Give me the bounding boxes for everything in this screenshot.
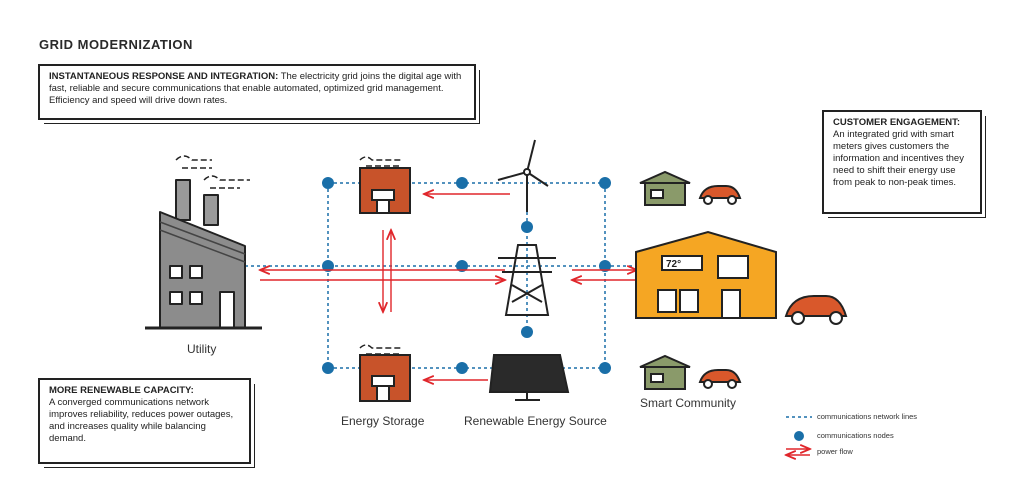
legend-nodes: communications nodes (817, 431, 894, 440)
callout-customer-heading: CUSTOMER ENGAGEMENT: (833, 117, 961, 128)
car-large-icon (784, 295, 848, 325)
node (521, 326, 533, 338)
callout-renewable-body: A converged communications network impro… (49, 397, 234, 444)
label-renewable-source: Renewable Energy Source (464, 414, 607, 428)
car-top-icon (698, 185, 742, 205)
solar-panel-icon (488, 354, 570, 401)
callout-customer-body: An integrated grid with smart meters giv… (833, 129, 964, 188)
node (521, 221, 533, 233)
callout-customer-engagement: CUSTOMER ENGAGEMENT: An integrated grid … (822, 110, 986, 218)
node (599, 260, 611, 272)
smart-home-icon (635, 230, 777, 319)
power-flows (260, 194, 637, 380)
node (599, 362, 611, 374)
wind-turbine-icon (497, 139, 549, 212)
callout-response-integration: INSTANTANEOUS RESPONSE AND INTEGRATION: … (38, 64, 480, 124)
legend-node-swatch (794, 431, 804, 441)
car-bottom-icon (698, 369, 742, 389)
node (322, 260, 334, 272)
callout-response-heading: INSTANTANEOUS RESPONSE AND INTEGRATION: (49, 71, 279, 82)
callout-response-body: The electricity grid joins the digital a… (49, 71, 462, 106)
page-title: GRID MODERNIZATION (39, 37, 193, 52)
transmission-tower-icon (498, 244, 556, 316)
small-house-bottom-icon (639, 354, 691, 390)
node (322, 177, 334, 189)
legend-network-lines: communications network lines (817, 412, 918, 421)
network-lines (245, 182, 640, 369)
legend-power-flow: power flow (817, 447, 853, 456)
small-house-top-icon (639, 170, 691, 206)
label-utility: Utility (187, 342, 217, 356)
thermostat-reading: 72° (666, 259, 681, 270)
callout-renewable-heading: MORE RENEWABLE CAPACITY: (49, 385, 194, 396)
node (456, 362, 468, 374)
node (456, 177, 468, 189)
utility-factory-icon (145, 155, 262, 330)
callout-renewable-capacity: MORE RENEWABLE CAPACITY: A converged com… (38, 378, 255, 468)
energy-storage-building-top-icon (359, 156, 411, 214)
network-nodes (322, 177, 611, 374)
node (322, 362, 334, 374)
node (456, 260, 468, 272)
energy-storage-building-bottom-icon (359, 344, 411, 402)
node (599, 177, 611, 189)
label-energy-storage: Energy Storage (341, 414, 425, 428)
label-smart-community: Smart Community (640, 396, 737, 410)
